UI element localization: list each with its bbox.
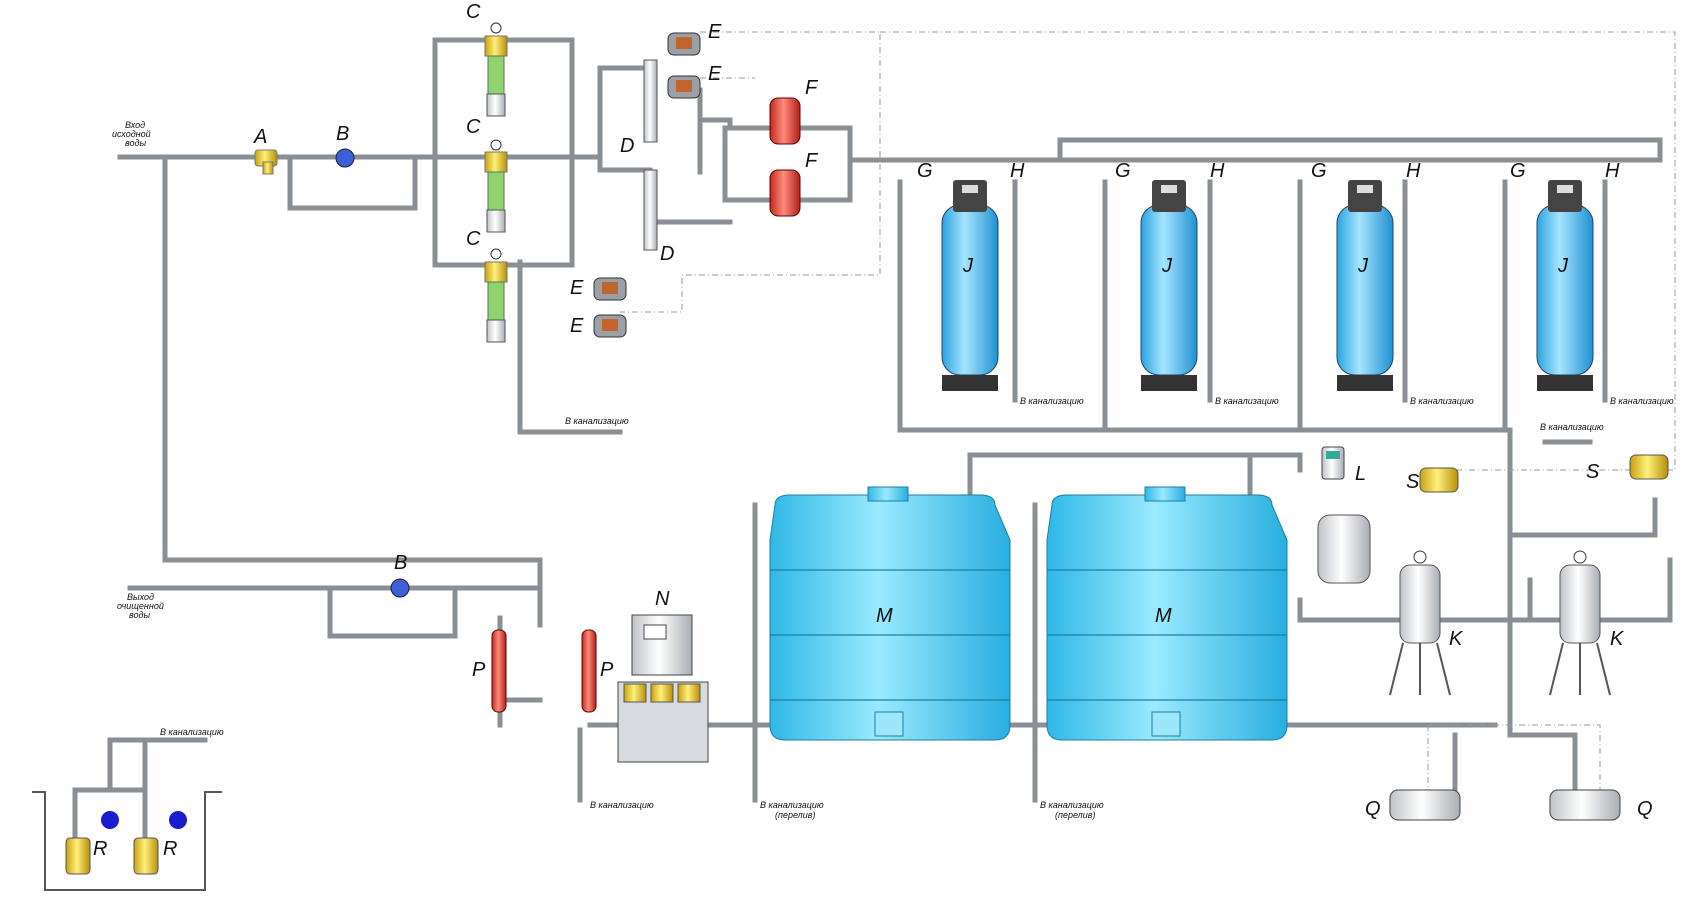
drain-note-sump: В канализацию (160, 727, 224, 737)
controller-l (1321, 446, 1345, 480)
label-p-2: P (600, 659, 614, 681)
label-e-1: E (708, 21, 722, 43)
label-j-4: J (1557, 255, 1569, 277)
inlet-note-3: воды (125, 138, 146, 148)
label-q-1: Q (1365, 798, 1381, 820)
drain-note-j3: В канализацию (1410, 396, 1474, 406)
label-s-1: S (1406, 471, 1420, 493)
label-g-4: G (1510, 160, 1526, 182)
label-h-1: H (1010, 160, 1025, 182)
label-f-1: F (805, 77, 819, 99)
label-e-3: E (570, 277, 584, 299)
inlet-note-2: исходной (112, 129, 151, 139)
overflow-note-2b: (перелив) (1055, 810, 1095, 820)
filters-k (1389, 550, 1611, 696)
sump-pit (32, 791, 222, 891)
label-f-2: F (805, 150, 819, 172)
label-l: L (1355, 463, 1366, 485)
label-a: A (253, 126, 267, 148)
outlet-note-1: Выход (127, 592, 154, 602)
label-c-3: C (466, 228, 481, 250)
strainer-a (254, 149, 278, 175)
pumps-q (1389, 789, 1621, 821)
drain-note-j1: В канализацию (1020, 396, 1084, 406)
label-b-outlet: B (394, 552, 407, 574)
control-lines (620, 31, 1676, 800)
label-m-1: M (876, 605, 893, 627)
label-c-2: C (466, 116, 481, 138)
label-k-1: K (1449, 628, 1464, 650)
booster-station-n (617, 614, 709, 763)
label-e-2: E (708, 63, 722, 85)
cartridge-filters-c (484, 22, 508, 343)
dosing-pumps-e (593, 32, 701, 338)
storage-tanks-m (769, 486, 1288, 741)
outlet-note-2: очищенной (117, 601, 164, 611)
label-d-1: D (620, 135, 634, 157)
label-h-4: H (1605, 160, 1620, 182)
expansion-vessel (1317, 514, 1371, 584)
label-g-2: G (1115, 160, 1131, 182)
drain-note-j2: В канализацию (1215, 396, 1279, 406)
label-c-1: C (466, 1, 481, 23)
label-m-2: M (1155, 605, 1172, 627)
component-labels: A B B C C C D D E E E E F F G G G G H H … (93, 1, 1653, 860)
label-p-1: P (472, 659, 486, 681)
text-notes: Вход исходной воды Выход очищенной воды … (112, 120, 1674, 820)
label-n: N (655, 588, 670, 610)
label-s-2: S (1586, 461, 1600, 483)
label-d-2: D (660, 243, 674, 265)
drain-note-s: В канализацию (1540, 422, 1604, 432)
label-e-4: E (570, 315, 584, 337)
flow-meter-b-outlet (390, 578, 410, 598)
flow-meter-b-inlet (335, 148, 355, 168)
softener-columns-j (941, 180, 1594, 391)
label-j-1: J (962, 255, 974, 277)
label-q-2: Q (1637, 798, 1653, 820)
label-r-2: R (163, 838, 177, 860)
overflow-note-1b: (перелив) (775, 810, 815, 820)
filters-p (491, 629, 597, 713)
label-r-1: R (93, 838, 107, 860)
label-b-inlet: B (336, 123, 349, 145)
overflow-note-2a: В канализацию (1040, 800, 1104, 810)
heaters-f (769, 97, 801, 217)
label-h-2: H (1210, 160, 1225, 182)
drain-note-filters: В канализацию (565, 416, 629, 426)
label-j-2: J (1161, 255, 1173, 277)
label-g-1: G (917, 160, 933, 182)
drain-note-j4: В канализацию (1610, 396, 1674, 406)
drain-lines (517, 212, 1608, 803)
label-h-3: H (1406, 160, 1421, 182)
drain-note-booster: В канализацию (590, 800, 654, 810)
label-g-3: G (1311, 160, 1327, 182)
inlet-note-1: Вход (125, 120, 145, 130)
outlet-note-3: воды (129, 610, 150, 620)
label-j-3: J (1357, 255, 1369, 277)
overflow-note-1a: В канализацию (760, 800, 824, 810)
label-k-2: K (1610, 628, 1625, 650)
dosing-units-d (643, 59, 658, 251)
sensors-s (1419, 454, 1669, 493)
